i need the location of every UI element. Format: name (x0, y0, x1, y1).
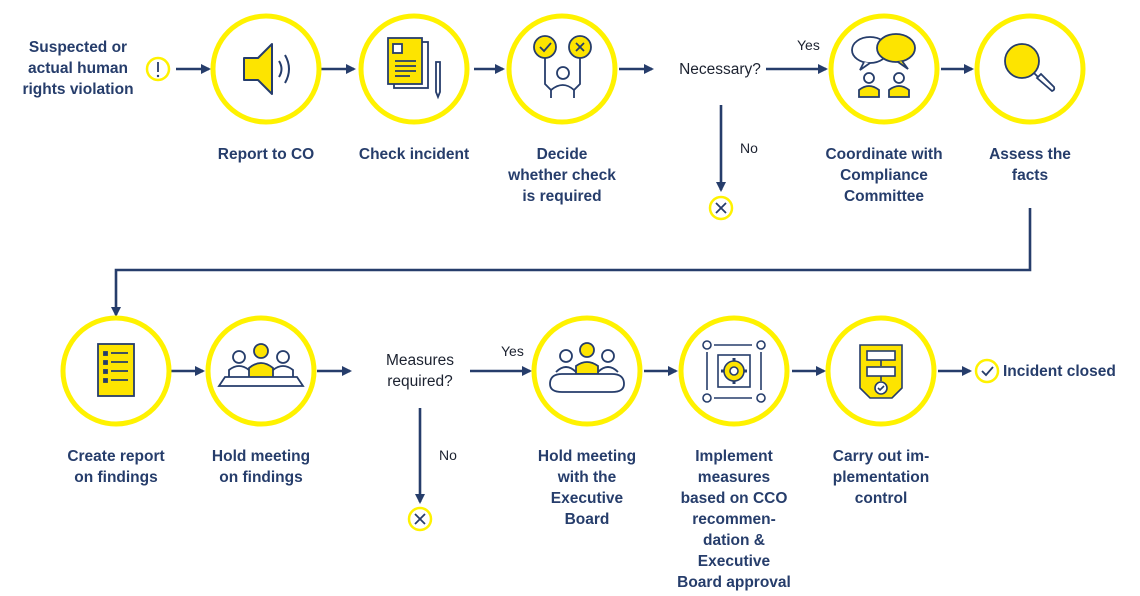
label-create-report: Create report on findings (67, 448, 165, 486)
step-check-incident (358, 13, 470, 125)
step-hold-meeting (205, 315, 317, 427)
step-implement (678, 315, 790, 427)
arrow-assess-to-create-report (111, 208, 1032, 317)
label-meeting-board: Hold meeting with the Executive Board (537, 448, 637, 528)
end-check-circle-icon (974, 358, 1000, 384)
stop-x-circle-icon-2 (407, 506, 433, 532)
start-label: Suspected or actual human rights violati… (22, 39, 134, 98)
label-control: Carry out im- plementation control (832, 448, 930, 507)
checklist-flow-icon (859, 344, 903, 399)
meeting-people-icon (217, 343, 305, 387)
boardroom-icon (549, 342, 625, 393)
document-pen-icon (387, 37, 441, 100)
report-list-icon (97, 343, 135, 397)
label-report-to-co: Report to CO (217, 146, 315, 163)
start-exclamation-icon (145, 56, 171, 82)
step-decide (506, 13, 618, 125)
label-implement: Implement measures based on CCO recommen… (677, 448, 791, 591)
step-coordinate (828, 13, 940, 125)
step-control (825, 315, 937, 427)
decision-measures-yes: Yes (501, 343, 524, 359)
end-label: Incident closed (1003, 363, 1116, 380)
step-meeting-board (531, 315, 643, 427)
decision-measures-no: No (439, 447, 457, 463)
label-coordinate: Coordinate with Compliance Committee (825, 146, 943, 205)
step-assess (974, 13, 1086, 125)
magnifier-icon (1004, 43, 1056, 93)
step-create-report (60, 315, 172, 427)
decision-necessary-question: Necessary? (679, 61, 761, 78)
label-check-incident: Check incident (358, 146, 470, 163)
label-assess: Assess the facts (989, 146, 1071, 184)
connectors-row-1 (176, 64, 974, 192)
step-report-to-co (210, 13, 322, 125)
gear-process-icon (702, 340, 766, 403)
connectors-row-2 (171, 366, 972, 504)
decision-measures-question: Measures required? (385, 352, 455, 390)
stop-x-circle-icon (708, 195, 734, 221)
person-check-cross-icon (533, 35, 592, 98)
decision-necessary-yes: Yes (797, 37, 820, 53)
speech-bubbles-people-icon (851, 33, 916, 98)
megaphone-icon (243, 43, 290, 95)
decision-necessary-no: No (740, 140, 758, 156)
label-decide: Decide whether check is required (508, 146, 616, 205)
label-hold-meeting: Hold meeting on findings (211, 448, 311, 486)
